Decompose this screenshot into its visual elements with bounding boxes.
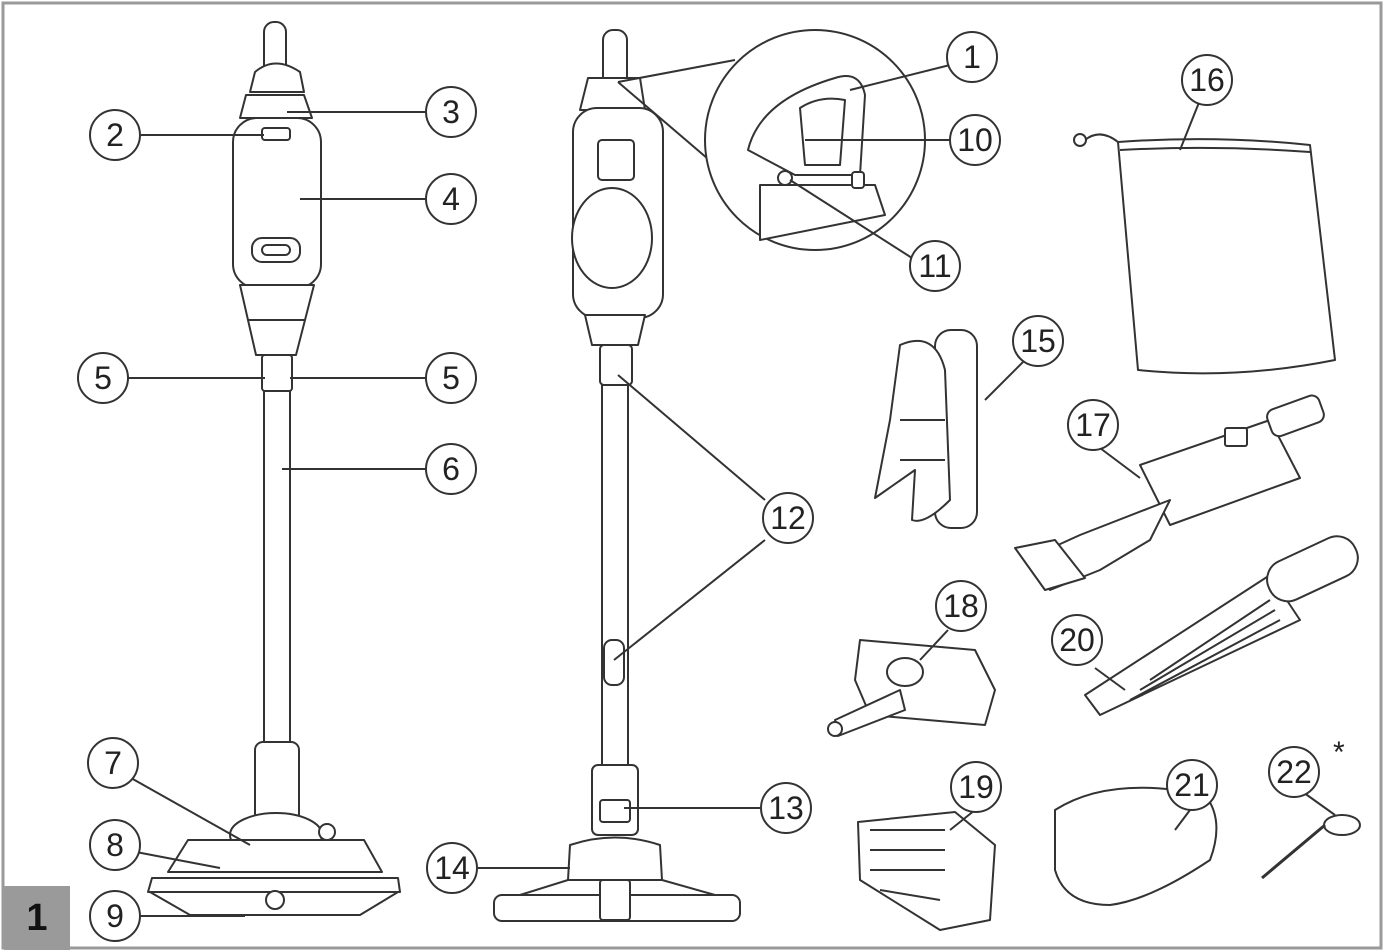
figure-number: 1 (26, 896, 48, 939)
callout-4: 4 (425, 173, 477, 225)
svg-text:5: 5 (94, 360, 112, 396)
svg-text:9: 9 (106, 898, 124, 934)
cone-nozzle (1084, 535, 1359, 716)
svg-text:15: 15 (1020, 323, 1056, 359)
callout-10: 10 (949, 114, 1001, 166)
round-brush (857, 811, 996, 931)
svg-text:10: 10 (957, 122, 993, 158)
accessory-holder (874, 329, 978, 529)
svg-text:2: 2 (106, 117, 124, 153)
callout-5-left: 5 (77, 352, 129, 404)
svg-text:20: 20 (1059, 622, 1095, 658)
callout-22: 22 (1268, 746, 1320, 798)
callout-17: 17 (1067, 399, 1119, 451)
callout-3: 3 (425, 86, 477, 138)
svg-text:1: 1 (963, 39, 981, 75)
callout-8: 8 (89, 819, 141, 871)
footnote-asterisk: * (1333, 736, 1345, 769)
leader-lines (128, 64, 1336, 917)
svg-text:7: 7 (104, 745, 122, 781)
svg-text:5: 5 (442, 360, 460, 396)
svg-text:6: 6 (442, 451, 460, 487)
svg-text:13: 13 (768, 790, 804, 826)
cleaning-pad (1054, 786, 1218, 906)
callout-16: 16 (1181, 54, 1233, 106)
svg-text:17: 17 (1075, 407, 1111, 443)
callout-5-right: 5 (425, 352, 477, 404)
callout-18: 18 (935, 580, 987, 632)
callout-1: 1 (946, 31, 998, 83)
callout-2: 2 (89, 109, 141, 161)
callout-20: 20 (1051, 614, 1103, 666)
svg-text:14: 14 (434, 850, 470, 886)
callout-7: 7 (87, 737, 139, 789)
extension-nozzle (1014, 394, 1325, 591)
concentrated-jet-nozzle (827, 639, 996, 737)
cleaning-pin (1261, 814, 1361, 880)
steam-mop-front-view (147, 21, 401, 916)
callout-15: 15 (1012, 315, 1064, 367)
callout-11: 11 (909, 240, 961, 292)
steam-mop-side-view (493, 29, 741, 922)
callout-13: 13 (760, 782, 812, 834)
svg-text:12: 12 (770, 500, 806, 536)
callout-6: 6 (425, 443, 477, 495)
svg-text:16: 16 (1189, 62, 1225, 98)
svg-text:22: 22 (1276, 754, 1312, 790)
callout-14: 14 (426, 842, 478, 894)
svg-text:11: 11 (918, 248, 951, 284)
storage-bag (1073, 133, 1336, 375)
callout-9: 9 (89, 890, 141, 942)
svg-text:18: 18 (943, 588, 979, 624)
svg-text:21: 21 (1174, 767, 1210, 803)
callout-19: 19 (950, 761, 1002, 813)
callout-21: 21 (1166, 759, 1218, 811)
callout-12: 12 (762, 492, 814, 544)
svg-text:8: 8 (106, 827, 124, 863)
svg-text:3: 3 (442, 94, 460, 130)
svg-text:19: 19 (958, 769, 994, 805)
figure-number-badge: 1 (4, 886, 70, 950)
svg-text:4: 4 (442, 181, 460, 217)
